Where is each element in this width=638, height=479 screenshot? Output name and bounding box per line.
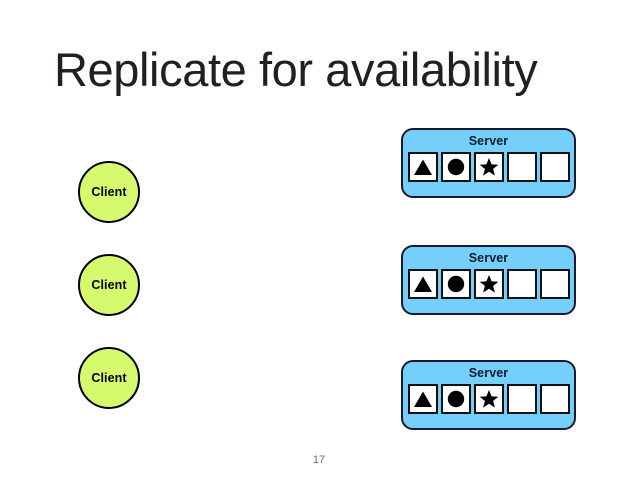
page-title: Replicate for availability — [54, 43, 538, 96]
circle-icon — [446, 274, 466, 294]
server-slot-row — [407, 384, 570, 414]
server-slot[interactable] — [407, 384, 438, 414]
client-label: Client — [91, 371, 127, 385]
circle-icon — [446, 389, 466, 409]
server-slot[interactable] — [407, 269, 438, 299]
server-slot-row — [407, 152, 570, 182]
server-slot[interactable] — [539, 152, 570, 182]
server-slot[interactable] — [407, 152, 438, 182]
server-slot-row — [407, 269, 570, 299]
client-node[interactable]: Client — [78, 254, 140, 316]
server-label: Server — [468, 134, 509, 148]
server-slot[interactable] — [440, 384, 471, 414]
triangle-icon — [413, 274, 433, 294]
server-slot[interactable] — [539, 384, 570, 414]
circle-icon — [446, 157, 466, 177]
server-slot[interactable] — [473, 152, 504, 182]
server-slot[interactable] — [473, 384, 504, 414]
star-icon — [479, 274, 499, 294]
triangle-icon — [413, 157, 433, 177]
server-label: Server — [468, 366, 509, 380]
page-number: 17 — [312, 454, 326, 466]
server-slot[interactable] — [539, 269, 570, 299]
client-node[interactable]: Client — [78, 347, 140, 409]
server-node[interactable]: Server — [401, 245, 576, 315]
server-slot[interactable] — [473, 269, 504, 299]
server-node[interactable]: Server — [401, 128, 576, 198]
server-slot[interactable] — [440, 269, 471, 299]
server-slot[interactable] — [506, 152, 537, 182]
server-slot[interactable] — [506, 269, 537, 299]
client-node[interactable]: Client — [78, 161, 140, 223]
star-icon — [479, 157, 499, 177]
client-label: Client — [91, 278, 127, 292]
server-slot[interactable] — [440, 152, 471, 182]
server-slot[interactable] — [506, 384, 537, 414]
server-label: Server — [468, 251, 509, 265]
triangle-icon — [413, 389, 433, 409]
star-icon — [479, 389, 499, 409]
server-node[interactable]: Server — [401, 360, 576, 430]
client-label: Client — [91, 185, 127, 199]
